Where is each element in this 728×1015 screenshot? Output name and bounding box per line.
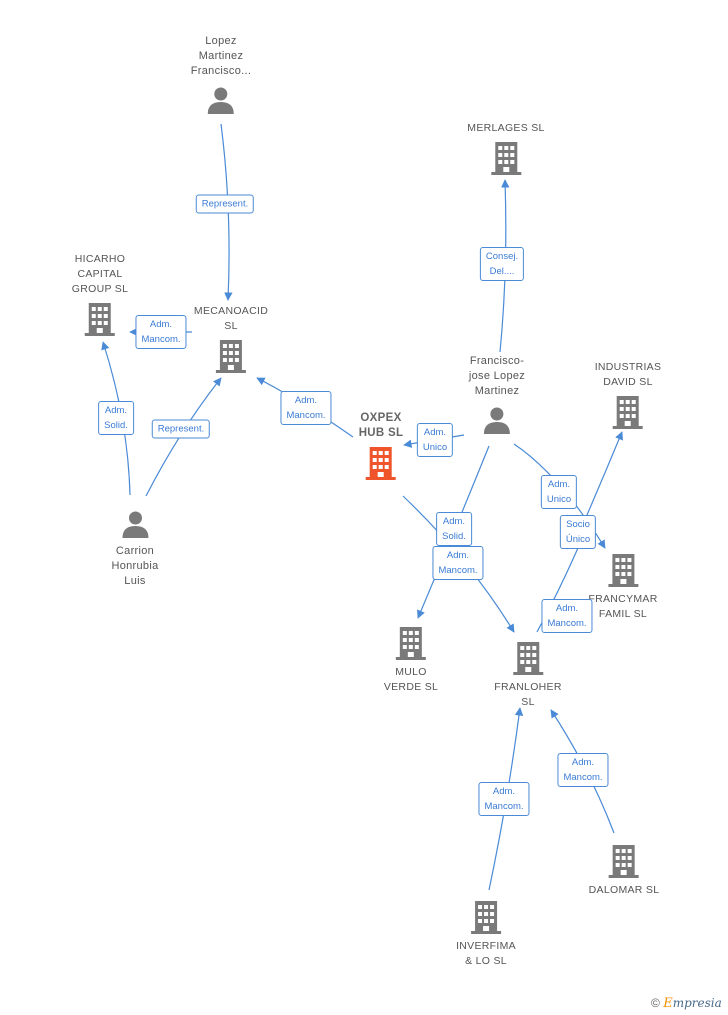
edge-label-represent[interactable]: Represent. (151, 419, 211, 439)
node-label: Lopez Martinez Francisco... (190, 35, 252, 77)
edge-label-adm-mancom[interactable]: Adm. Mancom. (280, 391, 332, 425)
node-mecanoacid[interactable]: MECANOACID SL (194, 304, 268, 374)
building-icon (396, 627, 426, 660)
brand-initial: E (663, 996, 673, 1011)
node-label: Carrion Honrubia Luis (111, 545, 159, 587)
node-carrion-honrubia-luis[interactable]: Carrion Honrubia Luis (111, 509, 158, 589)
building-icon (365, 447, 396, 480)
edge-label-adm-solid[interactable]: Adm. Solid. (436, 512, 472, 546)
node-franloher[interactable]: FRANLOHER SL (494, 640, 561, 710)
brand-watermark: © Empresia (651, 996, 722, 1011)
person-icon (121, 511, 148, 538)
node-mulo-verde[interactable]: MULO VERDE SL (384, 625, 438, 695)
edge-label-socio-unico[interactable]: Socio Único (559, 515, 597, 549)
building-icon (490, 142, 521, 175)
node-label: MULO VERDE SL (383, 666, 439, 693)
edge-label-adm-mancom[interactable]: Adm. Mancom. (541, 599, 593, 633)
building-icon (609, 845, 639, 878)
edge-label-adm-mancom[interactable]: Adm. Mancom. (557, 753, 609, 787)
edge-label-consej-del[interactable]: Consej. Del.... (479, 247, 525, 281)
edge-label-adm-unico[interactable]: Adm. Unico (416, 423, 454, 457)
building-icon (613, 396, 643, 429)
person-icon (484, 407, 510, 434)
node-label: FRANCYMAR FAMIL SL (588, 593, 658, 620)
node-francymar-famil[interactable]: FRANCYMAR FAMIL SL (588, 552, 657, 622)
node-label: INDUSTRIAS DAVID SL (594, 361, 662, 388)
node-label: MERLAGES SL (467, 122, 545, 134)
node-lopez-martinez-francisco[interactable]: Lopez Martinez Francisco... (191, 34, 251, 115)
node-label: FRANLOHER SL (494, 681, 562, 708)
edge-label-adm-unico[interactable]: Adm. Unico (540, 475, 578, 509)
edge-label-represent[interactable]: Represent. (195, 194, 255, 214)
node-label: DALOMAR SL (588, 884, 660, 896)
building-icon (607, 554, 638, 587)
building-icon (216, 340, 246, 373)
node-merlages[interactable]: MERLAGES SL (467, 121, 544, 176)
node-label: MECANOACID SL (193, 305, 269, 332)
node-hicarho[interactable]: HICARHO CAPITAL GROUP SL (72, 252, 128, 337)
brand-name: mpresia (672, 996, 722, 1010)
copyright-symbol: © (651, 996, 660, 1010)
edge-label-adm-mancom[interactable]: Adm. Mancom. (432, 546, 484, 580)
node-label: Francisco- jose Lopez Martinez (468, 355, 526, 397)
node-francisco-jose-lopez-martinez[interactable]: Francisco- jose Lopez Martinez (469, 354, 525, 435)
edge-label-adm-mancom[interactable]: Adm. Mancom. (478, 782, 530, 816)
node-inverfima[interactable]: INVERFIMA & LO SL (456, 899, 516, 969)
building-icon (513, 642, 543, 675)
node-industrias-david[interactable]: INDUSTRIAS DAVID SL (595, 360, 662, 430)
building-icon (84, 303, 115, 336)
node-label: OXPEX HUB SL (358, 412, 404, 439)
node-label: INVERFIMA & LO SL (456, 940, 516, 967)
building-icon (471, 901, 501, 934)
person-icon (207, 87, 234, 114)
node-dalomar[interactable]: DALOMAR SL (589, 843, 660, 898)
node-label: HICARHO CAPITAL GROUP SL (71, 253, 129, 295)
edge-label-adm-mancom[interactable]: Adm. Mancom. (135, 315, 187, 349)
node-oxpex-hub[interactable]: OXPEX HUB SL (359, 411, 404, 481)
edge-label-adm-solid[interactable]: Adm. Solid. (98, 401, 134, 435)
